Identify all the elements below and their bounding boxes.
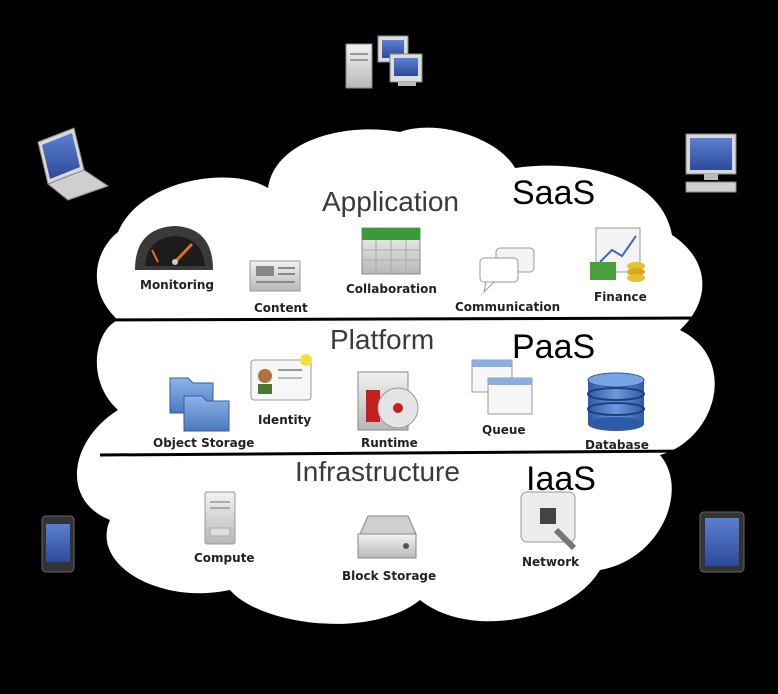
service-label-communication: Communication: [455, 300, 560, 314]
service-label-monitoring: Monitoring: [140, 278, 214, 292]
database-icon: [587, 372, 645, 431]
chat-bubbles-icon: [479, 247, 535, 294]
server-tower-icon: [204, 491, 236, 545]
layer-acronym-saas: SaaS: [512, 174, 595, 212]
id-card-icon: [250, 354, 312, 401]
money-chart-icon: [590, 227, 645, 282]
gauge-icon: [135, 226, 213, 270]
divider-application-platform: [94, 316, 701, 322]
layer-title-infrastructure: Infrastructure: [295, 456, 460, 487]
service-label-block-storage: Block Storage: [342, 569, 436, 583]
newspaper-icon: [249, 260, 301, 292]
service-label-queue: Queue: [482, 423, 526, 437]
tablet-icon: [699, 511, 745, 573]
divider-platform-infrastructure: [99, 449, 698, 457]
service-label-compute: Compute: [194, 551, 255, 565]
smartphone-icon: [41, 515, 75, 573]
service-label-collaboration: Collaboration: [346, 282, 437, 296]
layer-title-application: Application: [322, 186, 459, 217]
hard-drive-icon: [357, 515, 417, 559]
service-label-runtime: Runtime: [361, 436, 418, 450]
service-label-finance: Finance: [594, 290, 647, 304]
disc-box-icon: [357, 371, 419, 431]
layer-title-platform: Platform: [330, 324, 434, 355]
folders-icon: [169, 377, 230, 432]
servers-icon: [345, 35, 423, 89]
windows-icon: [471, 359, 533, 415]
desktop-icon: [685, 133, 737, 193]
service-label-database: Database: [585, 438, 649, 452]
layer-acronym-paas: PaaS: [512, 328, 595, 366]
laptop-icon: [37, 127, 110, 201]
service-label-identity: Identity: [258, 413, 311, 427]
service-label-object-storage: Object Storage: [153, 436, 254, 450]
service-label-content: Content: [254, 301, 308, 315]
calendar-icon: [361, 227, 421, 275]
service-label-network: Network: [522, 555, 580, 569]
network-port-icon: [520, 491, 577, 551]
